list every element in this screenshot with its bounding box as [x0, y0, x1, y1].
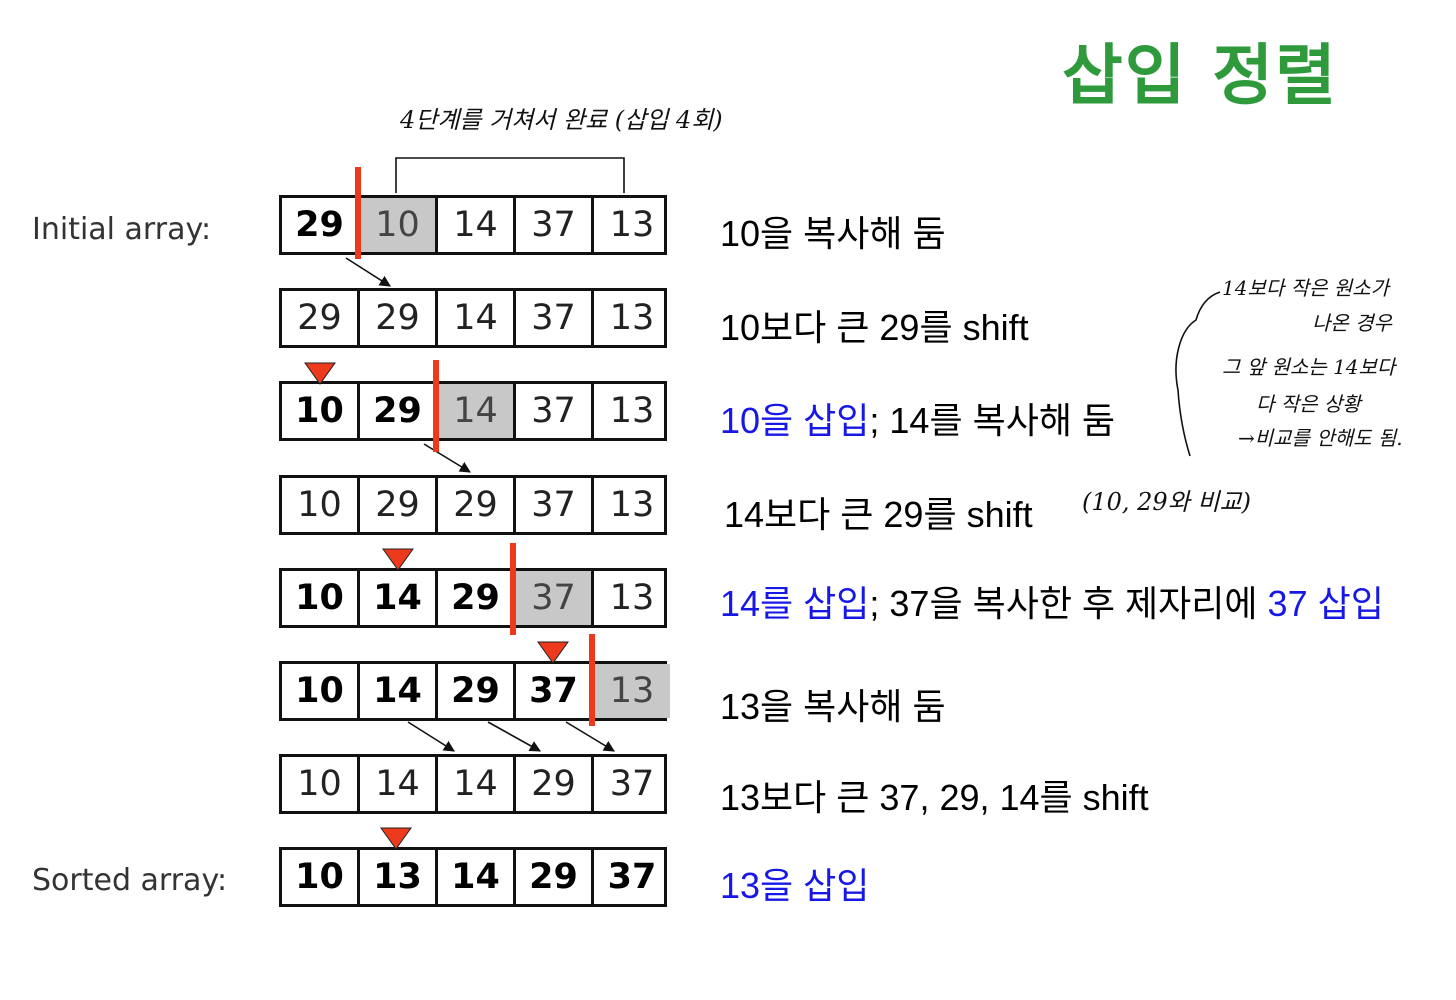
- insert-text: 37 삽입: [1267, 583, 1384, 624]
- handwritten-side-note-4: 다 작은 상황: [1256, 392, 1361, 416]
- array-cell: 37: [516, 384, 594, 438]
- step-text: ; 37을 복사한 후 제자리에: [869, 583, 1268, 624]
- page-title: 삽입 정렬: [1062, 37, 1338, 114]
- array-cell: 29: [438, 664, 516, 718]
- shift-arrow: [565, 721, 615, 752]
- array-cell: 10: [282, 478, 360, 532]
- array-cell: 14: [438, 291, 516, 345]
- initial-array-label: Initial array:: [32, 212, 212, 247]
- array-cell: 29: [360, 478, 438, 532]
- array-cell: 37: [516, 291, 594, 345]
- step-description: 14를 삽입; 37을 복사한 후 제자리에 37 삽입: [720, 575, 1384, 627]
- handwritten-compare-note: (10, 29와 비교): [1082, 488, 1251, 516]
- step-text: 10을 복사해 둠: [720, 213, 946, 254]
- array-cell: 29: [360, 291, 438, 345]
- insert-marker: [382, 548, 414, 571]
- array-cell: 14: [360, 757, 438, 811]
- array-cell: 14: [438, 757, 516, 811]
- shift-arrow: [345, 257, 391, 287]
- handwritten-side-note-1: 14보다 작은 원소가: [1222, 276, 1389, 300]
- handwritten-side-note-3: 그 앞 원소는 14보다: [1222, 355, 1396, 379]
- sorted-boundary: [510, 543, 516, 635]
- step-description: 13을 복사해 둠: [720, 678, 946, 730]
- array-cell: 37: [607, 857, 657, 897]
- array-cell: 14: [438, 850, 516, 904]
- array-cell: 29: [516, 757, 594, 811]
- step-description: 10을 삽입; 14를 복사해 둠: [720, 392, 1115, 444]
- array-cell: 14: [360, 664, 438, 718]
- step-text: 13을 복사해 둠: [720, 686, 946, 727]
- array-cell: 37: [516, 198, 594, 252]
- insert-marker: [304, 362, 336, 385]
- array-cell: 13: [609, 298, 655, 338]
- handwritten-stage-note: 4단계를 거쳐서 완료 (삽입 4회): [400, 106, 723, 134]
- array-cell: 13: [609, 391, 655, 431]
- sorted-boundary: [433, 360, 439, 452]
- array-cell: 37: [609, 764, 655, 804]
- step-description: 14보다 큰 29를 shift: [724, 486, 1033, 538]
- shift-arrow: [423, 443, 471, 473]
- side-note-brace: [1175, 291, 1221, 457]
- insert-marker: [537, 641, 569, 664]
- array-cell: 14: [360, 571, 438, 625]
- handwritten-side-note-2: 나온 경우: [1312, 311, 1392, 335]
- step-text: ; 14를 복사해 둠: [869, 400, 1116, 441]
- array-cell: 37: [516, 571, 594, 625]
- array-cell: 13: [594, 664, 670, 718]
- step-description: 13보다 큰 37, 29, 14를 shift: [720, 769, 1149, 821]
- sorted-boundary: [589, 634, 595, 726]
- array-cell: 29: [282, 291, 360, 345]
- insert-text: 10을 삽입: [720, 400, 870, 441]
- insert-text: 13을 삽입: [720, 865, 870, 906]
- step-text: 13보다 큰 37, 29, 14를 shift: [720, 777, 1149, 818]
- step-description: 10을 복사해 둠: [720, 205, 946, 257]
- array-cell: 13: [609, 205, 655, 245]
- array-cell: 13: [609, 578, 655, 618]
- handwritten-side-note-5: →비교를 안해도 됨.: [1238, 426, 1403, 450]
- array-cell: 29: [438, 478, 516, 532]
- array-cell: 10: [282, 757, 360, 811]
- insert-text: 14를 삽입: [720, 583, 870, 624]
- step-text: 10보다 큰 29를 shift: [720, 307, 1029, 348]
- shift-arrow: [487, 721, 541, 752]
- array-cell: 13: [609, 485, 655, 525]
- insert-marker: [380, 827, 412, 850]
- array-cell: 14: [438, 384, 516, 438]
- step-text: 14보다 큰 29를 shift: [724, 494, 1033, 535]
- sorted-boundary: [355, 167, 361, 259]
- array-cell: 10: [282, 384, 360, 438]
- array-cell: 10: [282, 571, 360, 625]
- array-cell: 37: [516, 478, 594, 532]
- array-cell: 10: [282, 850, 360, 904]
- shift-arrow: [407, 721, 455, 752]
- stage-bracket: [395, 157, 625, 193]
- array-cell: 13: [360, 850, 438, 904]
- array-cell: 29: [516, 850, 594, 904]
- array-cell: 10: [282, 664, 360, 718]
- array-cell: 14: [438, 198, 516, 252]
- step-description: 13을 삽입: [720, 857, 869, 909]
- sorted-array-label: Sorted array:: [32, 863, 228, 898]
- step-description: 10보다 큰 29를 shift: [720, 299, 1029, 351]
- array-cell: 10: [360, 198, 438, 252]
